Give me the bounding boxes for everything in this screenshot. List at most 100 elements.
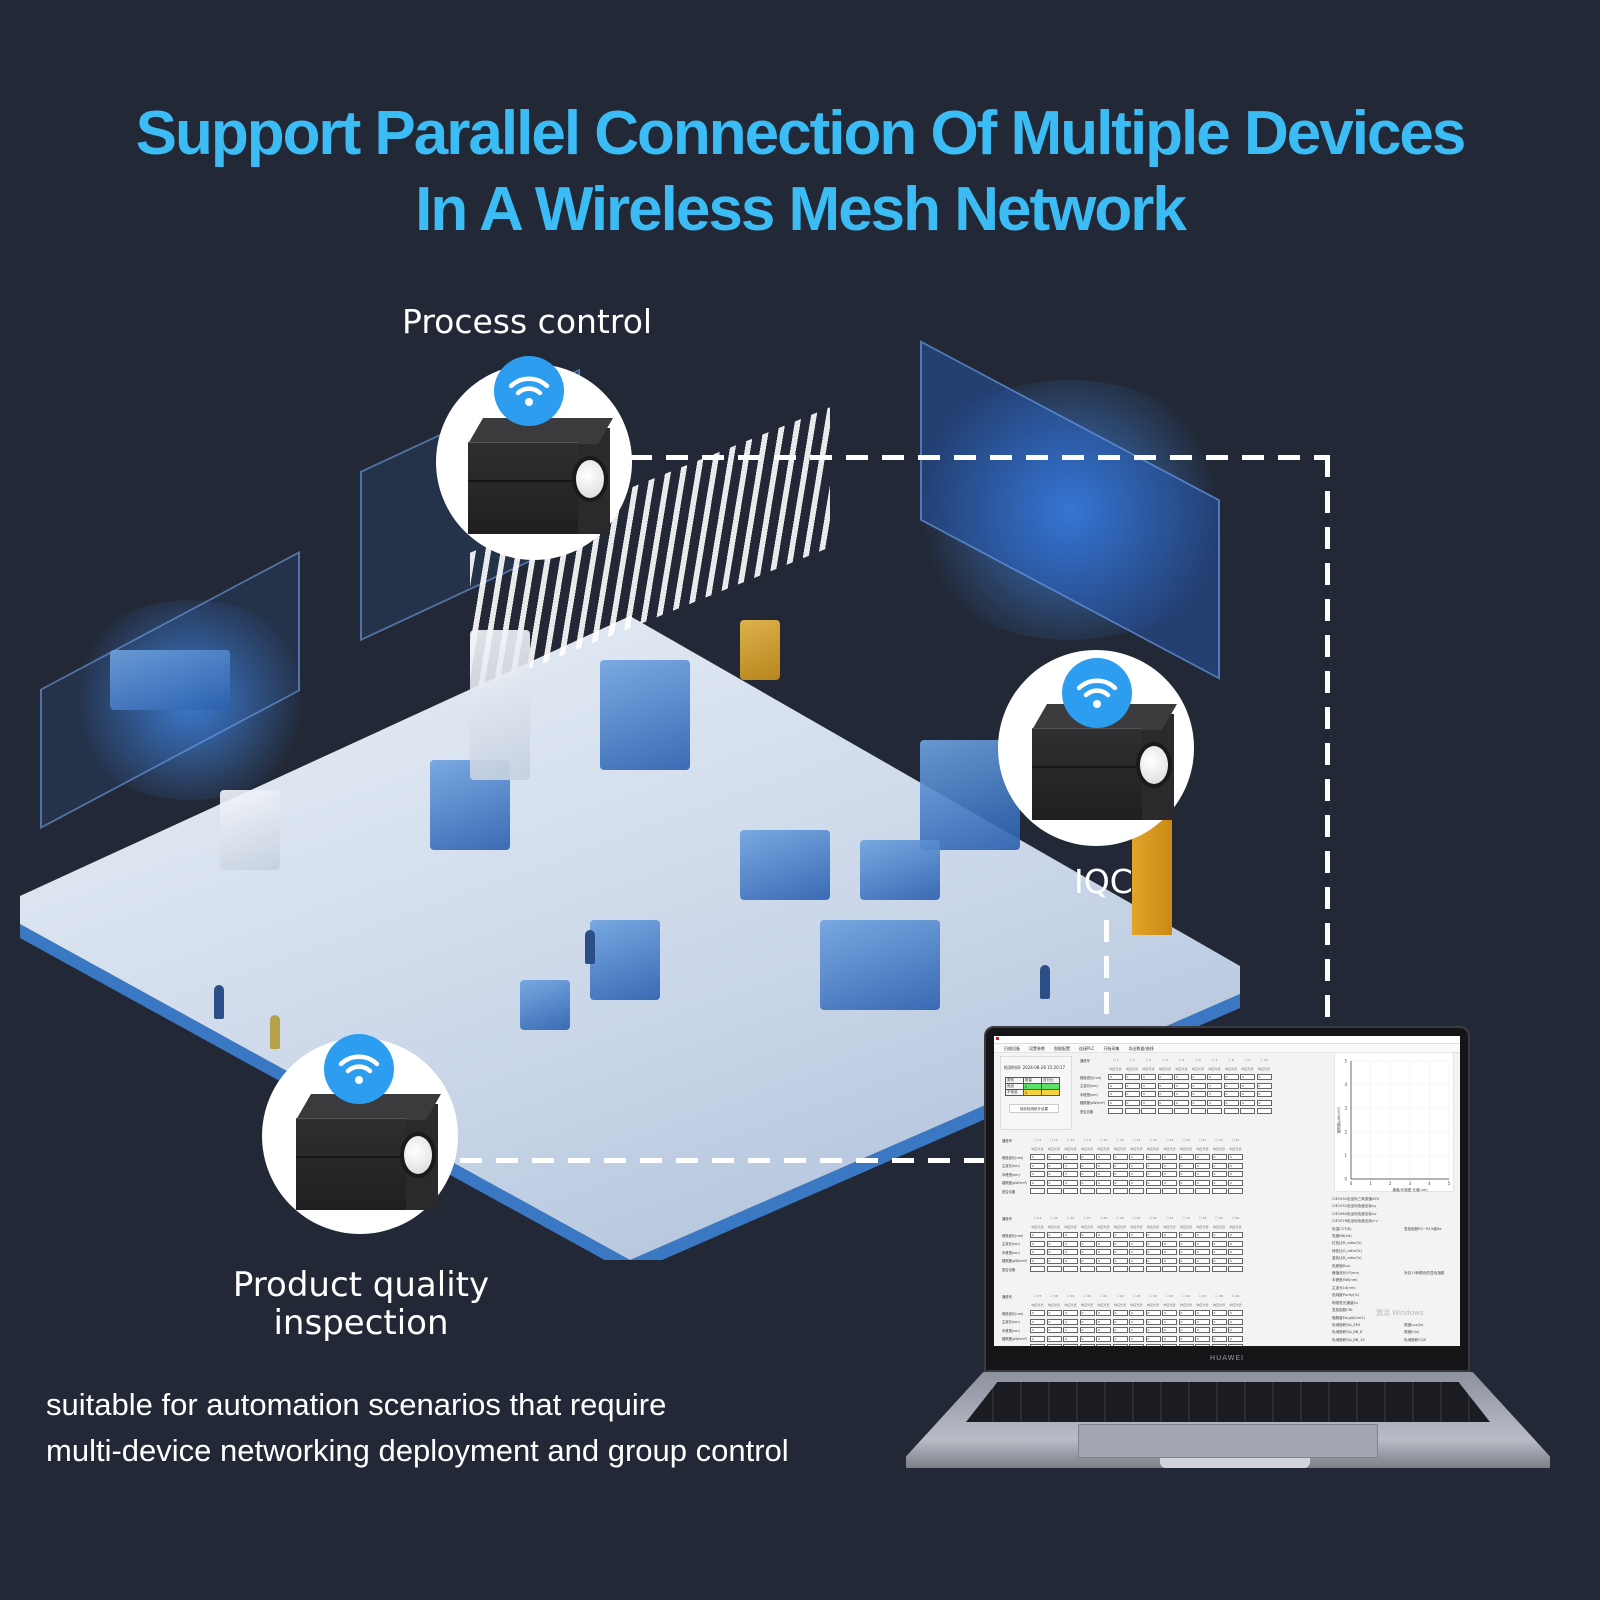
value-field[interactable] xyxy=(1030,1188,1045,1195)
value-field[interactable]: 0 xyxy=(1240,1091,1255,1098)
value-field[interactable]: 0 xyxy=(1190,1082,1206,1089)
channel-checkbox[interactable]: ☐ 41 xyxy=(1099,1294,1108,1299)
channel-checkbox[interactable]: ☐ 11 xyxy=(1033,1138,1042,1143)
value-field[interactable] xyxy=(1211,1344,1227,1346)
value-field[interactable]: 0 xyxy=(1240,1099,1255,1106)
value-field[interactable]: 0 xyxy=(1112,1179,1128,1186)
value-field[interactable]: 0 xyxy=(1162,1249,1177,1256)
value-field[interactable]: 0 xyxy=(1079,1310,1095,1317)
value-field[interactable]: 0 xyxy=(1178,1318,1194,1325)
channel-checkbox[interactable]: ☐ 42 xyxy=(1116,1294,1124,1299)
value-field[interactable]: 0 xyxy=(1112,1154,1128,1161)
value-field[interactable]: 0 xyxy=(1145,1335,1161,1342)
value-field[interactable]: 0 xyxy=(1108,1074,1123,1081)
value-field[interactable]: 0 xyxy=(1129,1318,1144,1325)
value-field[interactable]: 0 xyxy=(1124,1082,1140,1089)
value-field[interactable]: 0 xyxy=(1129,1162,1144,1169)
value-field[interactable]: 0 xyxy=(1030,1240,1045,1247)
value-field[interactable]: 0 xyxy=(1174,1099,1189,1106)
value-field[interactable]: 0 xyxy=(1162,1335,1177,1342)
value-field[interactable]: 0 xyxy=(1211,1335,1227,1342)
value-field[interactable] xyxy=(1162,1344,1177,1346)
channel-checkbox[interactable]: ☐ 5 xyxy=(1178,1058,1185,1063)
value-field[interactable]: 0 xyxy=(1030,1310,1045,1317)
channel-checkbox[interactable]: ☐ 38 xyxy=(1050,1294,1058,1299)
channel-checkbox[interactable]: ☐ 46 xyxy=(1182,1294,1190,1299)
value-field[interactable] xyxy=(1162,1188,1177,1195)
value-field[interactable]: 0 xyxy=(1129,1335,1144,1342)
value-field[interactable]: 0 xyxy=(1079,1249,1095,1256)
value-field[interactable]: 0 xyxy=(1207,1074,1222,1081)
menu-set-params[interactable]: 设置参数 xyxy=(1029,1046,1045,1051)
value-field[interactable]: 0 xyxy=(1178,1327,1194,1334)
value-field[interactable]: 0 xyxy=(1228,1171,1243,1178)
value-field[interactable]: 0 xyxy=(1228,1162,1243,1169)
value-field[interactable]: 0 xyxy=(1112,1327,1128,1334)
value-field[interactable]: 0 xyxy=(1112,1310,1128,1317)
value-field[interactable]: 0 xyxy=(1046,1240,1062,1247)
value-field[interactable]: 0 xyxy=(1162,1257,1177,1264)
value-field[interactable]: 0 xyxy=(1129,1310,1144,1317)
value-field[interactable] xyxy=(1178,1266,1194,1273)
value-field[interactable]: 0 xyxy=(1079,1327,1095,1334)
value-field[interactable] xyxy=(1195,1266,1210,1273)
channel-checkbox[interactable]: ☐ 34 xyxy=(1198,1216,1207,1221)
value-field[interactable] xyxy=(1046,1188,1062,1195)
value-field[interactable]: 0 xyxy=(1145,1232,1161,1239)
value-field[interactable]: 0 xyxy=(1030,1179,1045,1186)
channel-checkbox[interactable]: ☐ 2 xyxy=(1129,1058,1135,1063)
value-field[interactable]: 0 xyxy=(1195,1179,1210,1186)
channel-checkbox[interactable]: ☐ 24 xyxy=(1033,1216,1042,1221)
value-field[interactable] xyxy=(1063,1188,1078,1195)
value-field[interactable]: 0 xyxy=(1211,1318,1227,1325)
value-field[interactable]: 0 xyxy=(1228,1318,1243,1325)
value-field[interactable]: 0 xyxy=(1063,1162,1078,1169)
value-field[interactable]: 0 xyxy=(1063,1154,1078,1161)
channel-checkbox[interactable]: ☐ 32 xyxy=(1165,1216,1174,1221)
channel-checkbox[interactable]: ☐ 9 xyxy=(1244,1058,1251,1063)
channel-checkbox[interactable]: ☐ 1 xyxy=(1112,1058,1119,1063)
value-field[interactable]: 0 xyxy=(1063,1171,1078,1178)
value-field[interactable]: 0 xyxy=(1145,1257,1161,1264)
value-field[interactable] xyxy=(1096,1188,1111,1195)
value-field[interactable]: 0 xyxy=(1211,1179,1227,1186)
value-field[interactable]: 0 xyxy=(1096,1171,1111,1178)
value-field[interactable] xyxy=(1240,1108,1255,1115)
menu-export[interactable]: 导出数据/曲线 xyxy=(1128,1046,1154,1051)
value-field[interactable]: 0 xyxy=(1178,1240,1194,1247)
value-field[interactable]: 0 xyxy=(1195,1171,1210,1178)
value-field[interactable]: 0 xyxy=(1174,1074,1189,1081)
channel-checkbox[interactable]: ☐ 12 xyxy=(1050,1138,1058,1143)
value-field[interactable]: 0 xyxy=(1129,1179,1144,1186)
value-field[interactable]: 0 xyxy=(1112,1232,1128,1239)
value-field[interactable]: 0 xyxy=(1190,1074,1206,1081)
channel-checkbox[interactable]: ☐ 19 xyxy=(1165,1138,1174,1143)
value-field[interactable]: 0 xyxy=(1046,1257,1062,1264)
channel-checkbox[interactable]: ☐ 10 xyxy=(1260,1058,1268,1063)
channel-checkbox[interactable]: ☐ 8 xyxy=(1228,1058,1234,1063)
menu-scan-devices[interactable]: 扫描设备 xyxy=(1004,1046,1020,1051)
value-field[interactable]: 0 xyxy=(1228,1335,1243,1342)
value-field[interactable]: 0 xyxy=(1141,1074,1156,1081)
value-field[interactable]: 0 xyxy=(1145,1249,1161,1256)
value-field[interactable]: 0 xyxy=(1112,1257,1128,1264)
value-field[interactable]: 0 xyxy=(1129,1154,1144,1161)
value-field[interactable]: 0 xyxy=(1079,1232,1095,1239)
value-field[interactable]: 0 xyxy=(1030,1335,1045,1342)
value-field[interactable] xyxy=(1178,1188,1194,1195)
value-field[interactable]: 0 xyxy=(1112,1162,1128,1169)
value-field[interactable]: 0 xyxy=(1141,1091,1156,1098)
value-field[interactable]: 0 xyxy=(1079,1162,1095,1169)
value-field[interactable]: 0 xyxy=(1162,1179,1177,1186)
channel-checkbox[interactable]: ☐ 22 xyxy=(1215,1138,1223,1143)
channel-checkbox[interactable]: ☐ 35 xyxy=(1215,1216,1223,1221)
value-field[interactable]: 0 xyxy=(1112,1240,1128,1247)
value-field[interactable] xyxy=(1063,1266,1078,1273)
value-field[interactable]: 0 xyxy=(1063,1318,1078,1325)
value-field[interactable] xyxy=(1096,1266,1111,1273)
value-field[interactable]: 0 xyxy=(1124,1091,1140,1098)
menu-connect-plc[interactable]: 连接PLC xyxy=(1079,1046,1095,1051)
value-field[interactable]: 0 xyxy=(1157,1082,1173,1089)
value-field[interactable]: 0 xyxy=(1046,1327,1062,1334)
channel-checkbox[interactable]: ☐ 3 xyxy=(1145,1058,1152,1063)
